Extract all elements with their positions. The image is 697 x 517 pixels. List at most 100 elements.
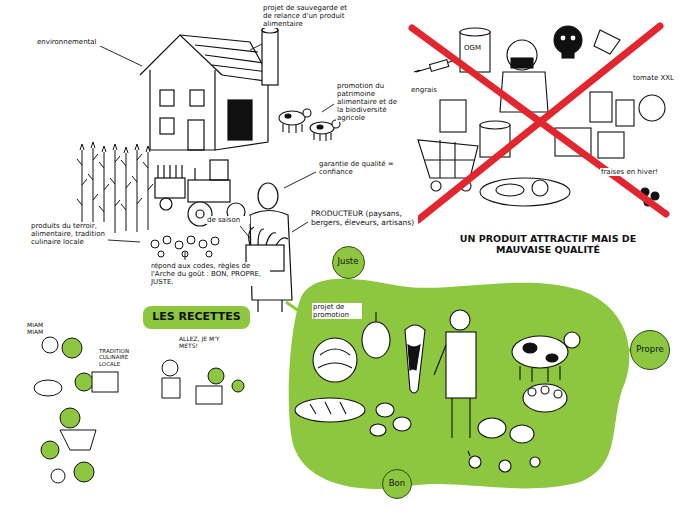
recipe-vignettes [196, 386, 222, 404]
leader-lines [240, 226, 250, 238]
recipe-vignettes [162, 360, 178, 376]
flower-row [151, 240, 159, 248]
corn-field [77, 142, 153, 233]
annotation: promotion du patrimoine alimentaire et d… [336, 82, 402, 122]
industrial-products [480, 178, 570, 206]
industrial-products [496, 184, 524, 196]
recipe-vignettes [60, 408, 80, 428]
leader-lines [100, 46, 142, 66]
farm-produce [512, 336, 568, 368]
leader-lines [100, 44, 334, 260]
industrial-products [562, 50, 574, 58]
industrial-products [507, 40, 537, 70]
annotation: répond aux codes, règles de l'Arche du g… [150, 262, 270, 286]
leader-lines [185, 252, 186, 260]
leader-lines [322, 104, 334, 112]
farm-produce [405, 325, 425, 393]
farm-produce [313, 338, 357, 382]
tractor [210, 160, 228, 180]
node-text: Bon [389, 479, 405, 488]
farmhouse [160, 118, 174, 134]
recipe-vignettes [42, 337, 58, 353]
industrial-products [570, 35, 576, 41]
node-text: Juste [338, 257, 359, 266]
farmhouse [180, 35, 272, 82]
flower-row [187, 236, 195, 244]
farmhouse [190, 90, 204, 106]
farm-produce [520, 366, 560, 382]
industrial-products [440, 100, 466, 132]
tractor [158, 165, 182, 178]
farm-produce [523, 343, 537, 353]
producer-figure [258, 300, 282, 312]
leader-lines [284, 172, 316, 188]
tractor [160, 198, 172, 210]
farm-produce [362, 322, 390, 358]
annotation: produits du terroir, alimentaire, tradit… [30, 222, 106, 246]
recipe-vignettes [75, 373, 93, 391]
cows [314, 133, 331, 141]
leader-lines [250, 44, 262, 50]
recipe-vignettes [62, 338, 82, 358]
flower-row [211, 237, 219, 245]
recipe-vignettes [51, 469, 65, 483]
corn-field [82, 148, 148, 233]
green-blob [289, 279, 630, 489]
farm-produce [393, 417, 411, 431]
annotation: fraises en hiver! [600, 168, 660, 176]
annotation: TRADITION CULINAIRE LOCALE [98, 348, 142, 367]
farm-produce [446, 332, 476, 398]
annotation: OGM [463, 44, 487, 52]
cows [279, 111, 305, 125]
annotation: projet de sauvegarde et de relance d'un … [262, 4, 358, 28]
cows [303, 109, 311, 117]
recipe-vignettes [74, 462, 94, 482]
farm-produce [530, 457, 540, 467]
cows [317, 125, 323, 129]
farm-produce [478, 418, 506, 438]
tractor [194, 168, 195, 180]
farm-produce [408, 345, 420, 370]
red-cross [418, 26, 660, 220]
farmhouse [140, 35, 222, 75]
tractor [155, 178, 185, 198]
industrial-products [616, 100, 634, 126]
recipe-vignettes [92, 372, 118, 392]
industrial-products [639, 95, 665, 121]
farm-produce [375, 312, 376, 322]
value-circle: Juste [332, 246, 365, 279]
farm-produce [434, 345, 446, 375]
farm-produce [546, 354, 558, 362]
annotation: tomate XXL [632, 74, 680, 82]
corn-field [77, 154, 153, 212]
farmhouse [195, 45, 268, 72]
industrial-products [598, 132, 624, 158]
farm-produce [295, 310, 580, 472]
recipe-vignettes [232, 380, 244, 392]
producer-figure [258, 183, 278, 209]
green-blob [289, 279, 630, 489]
flower-row [199, 240, 207, 248]
recipe-vignettes [208, 368, 224, 384]
producer-figure [249, 227, 288, 245]
farm-produce [510, 425, 534, 443]
cows [279, 109, 340, 141]
industrial-products [590, 92, 612, 122]
farm-produce [528, 388, 536, 396]
farm-produce [564, 332, 580, 348]
cows [283, 124, 302, 133]
farmhouse [160, 90, 174, 106]
farm-produce [469, 456, 481, 468]
recipe-vignettes [34, 337, 244, 483]
value-circle: Propre [630, 330, 670, 370]
flower-row [206, 251, 212, 257]
cows [310, 122, 334, 134]
farm-produce [523, 384, 567, 412]
node-text: LES RECETTES [152, 311, 241, 323]
annotation: ALLEZ, JE M'Y METS! [178, 336, 226, 350]
flower-row [158, 251, 164, 257]
farm-produce [370, 424, 386, 436]
farmhouse [140, 27, 278, 150]
flower-row [163, 236, 171, 244]
industrial-products [431, 181, 441, 191]
